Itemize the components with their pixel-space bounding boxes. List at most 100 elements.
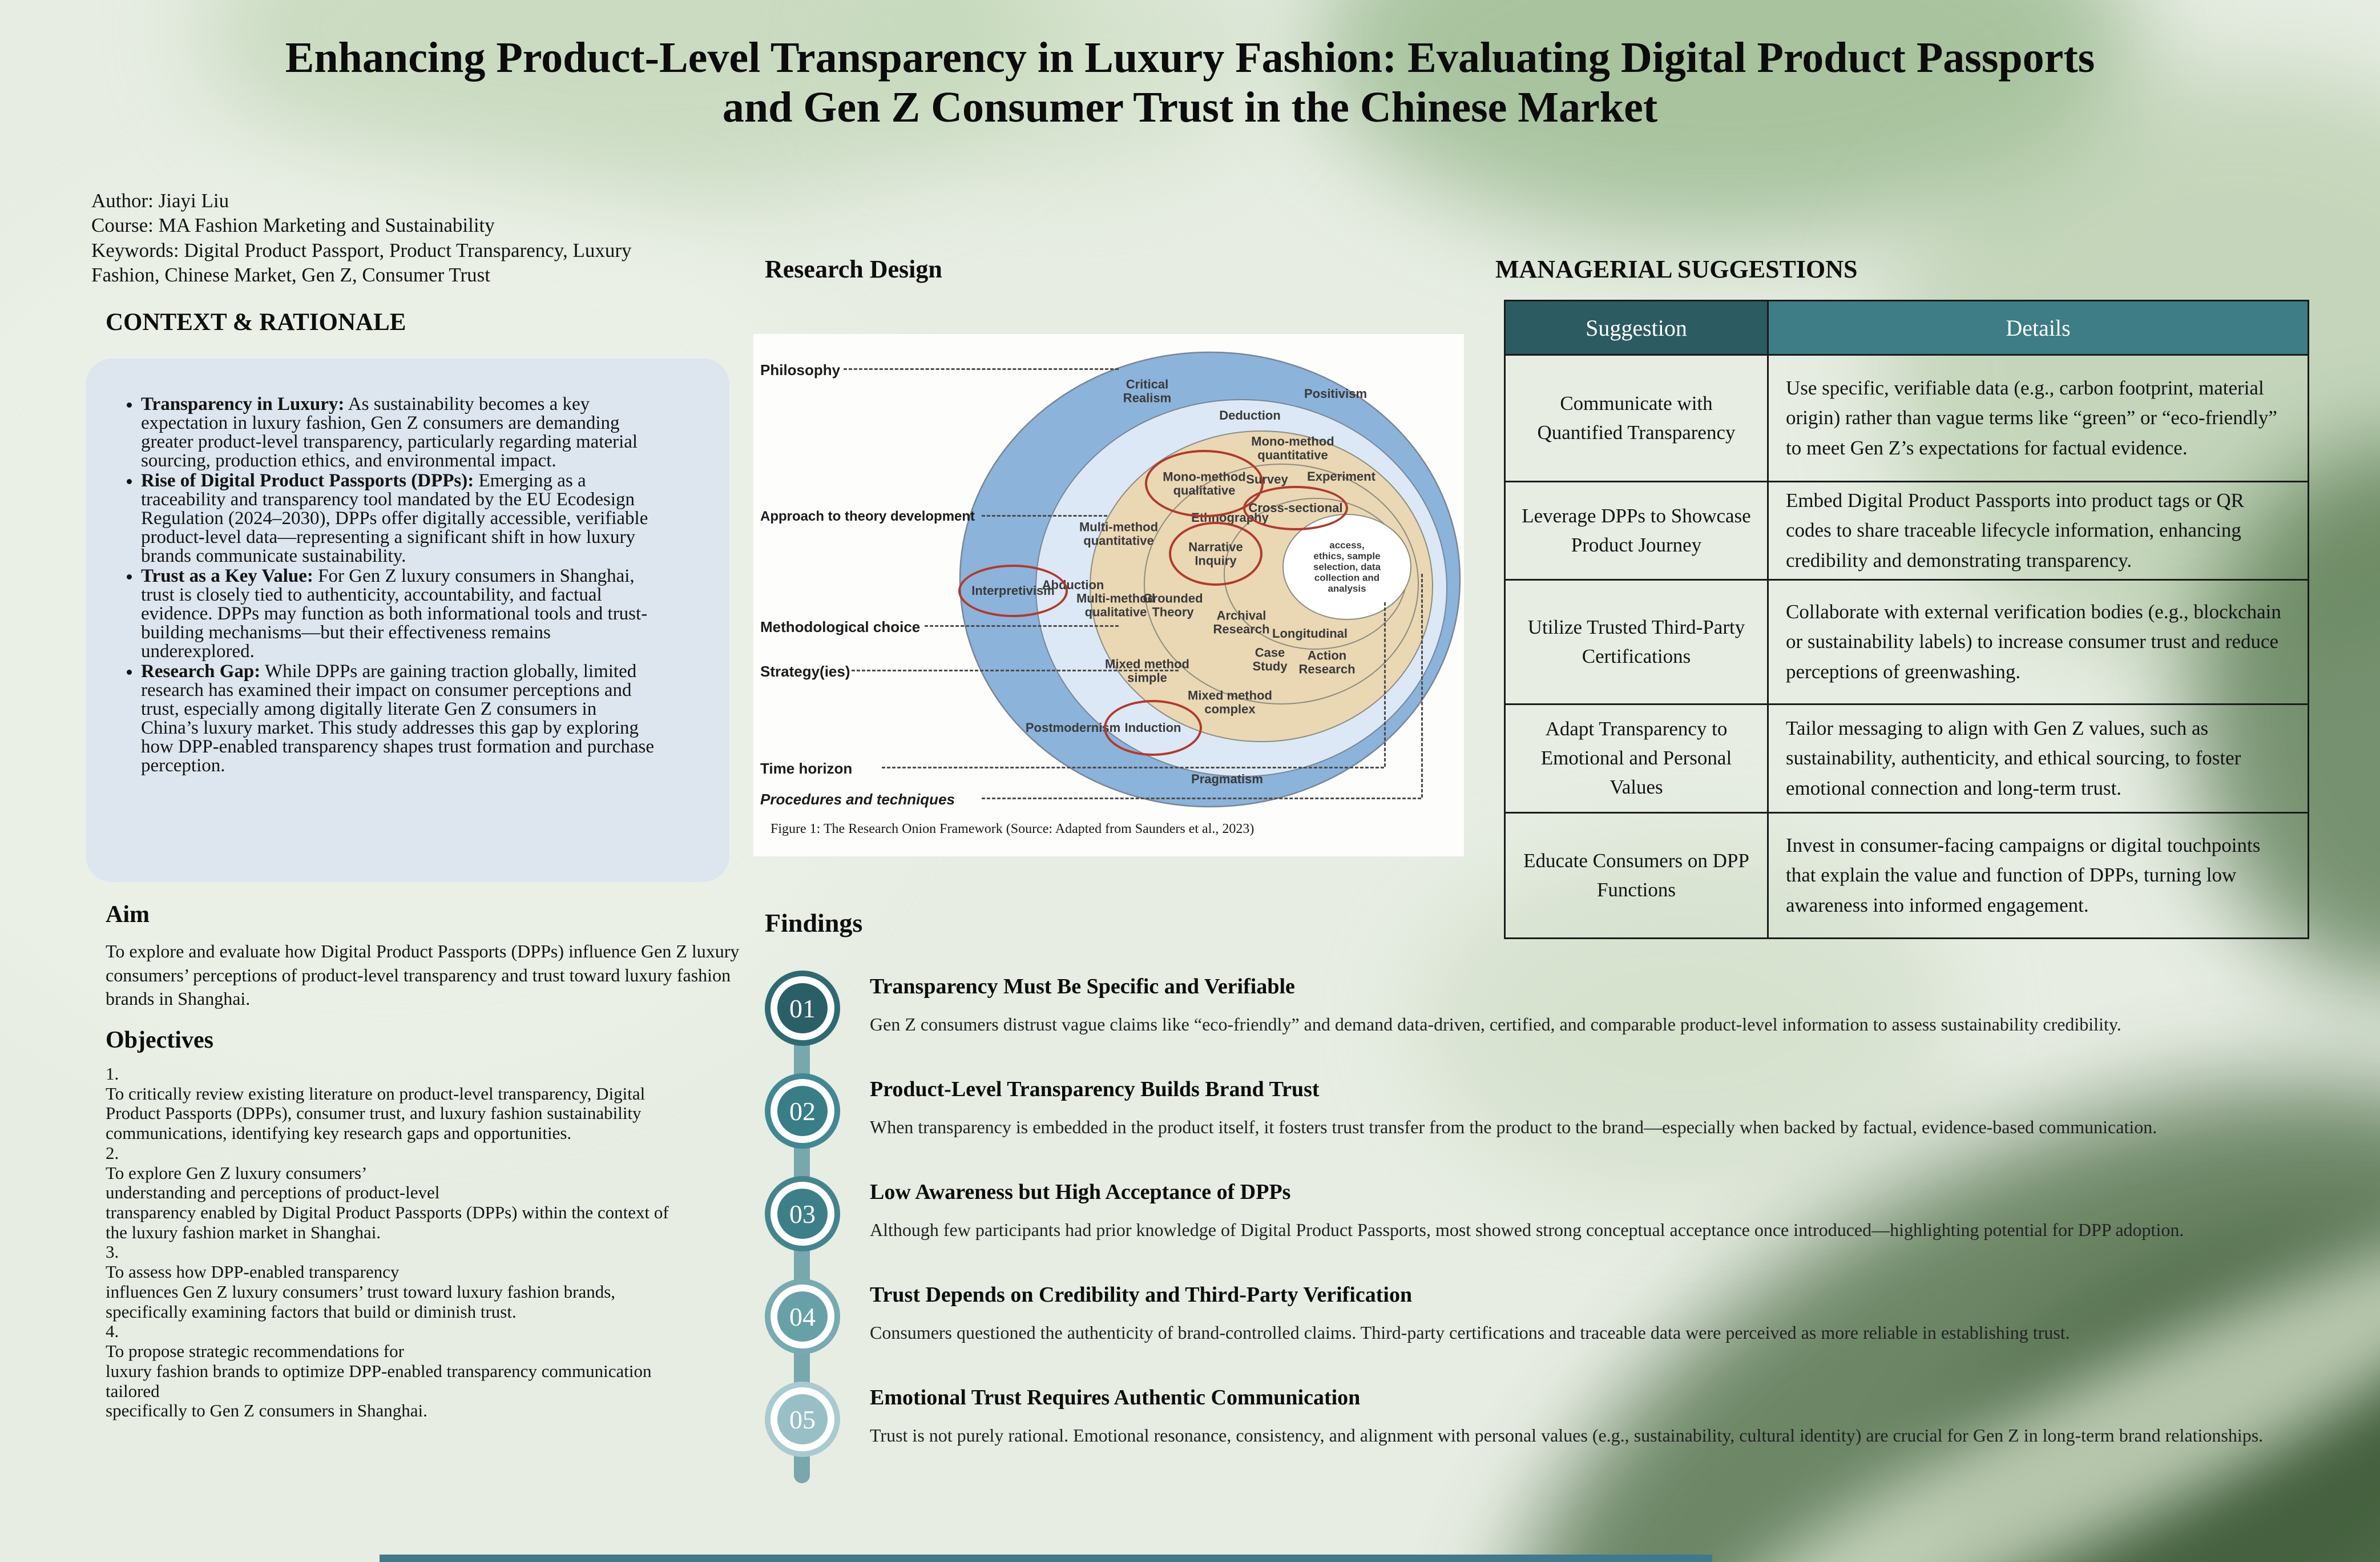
bottom-accent-bar (380, 1555, 1712, 1562)
finding-title: Product-Level Transparency Builds Brand … (870, 1077, 1320, 1101)
onion-label-positivism: Positivism (1304, 387, 1368, 401)
finding-number-badge: 04 (765, 1279, 840, 1354)
dashed-leader-line (852, 670, 1179, 671)
dashed-leader-line (844, 368, 1119, 370)
finding-item: 04 Trust Depends on Credibility and Thir… (765, 1279, 2317, 1354)
research-onion-figure: Philosophy Approach to theory developmen… (753, 334, 1464, 856)
objectives-heading: Objectives (106, 1027, 213, 1053)
onion-stage-philosophy: Philosophy (760, 361, 841, 379)
highlight-ellipse-induction (1104, 700, 1202, 756)
objectives-text: 1. To critically review existing literat… (106, 1064, 669, 1421)
table-header-suggestion: Suggestion (1506, 301, 1767, 354)
finding-title: Trust Depends on Credibility and Third-P… (870, 1283, 1413, 1307)
onion-stage-procedures: Procedures and techniques (760, 791, 955, 808)
onion-stage-method-choice: Methodological choice (760, 618, 921, 635)
onion-label-mixed-method-complex: Mixed method complex (1188, 688, 1272, 716)
table-header-details: Details (1767, 301, 2308, 354)
finding-body: Trust is not purely rational. Emotional … (870, 1425, 2264, 1446)
onion-label-case-study: Case Study (1252, 645, 1288, 673)
context-bullet-text: Emerging as a traceability and transpare… (141, 470, 648, 566)
onion-label-center-techniques: access, ethics, sample selection, data c… (1313, 540, 1381, 594)
poster-title: Enhancing Product-Level Transparency in … (0, 33, 2380, 132)
highlight-ellipse-narrative-inquiry (1169, 522, 1262, 586)
finding-number-badge: 05 (765, 1382, 840, 1457)
onion-label-action-research: Action Research (1298, 648, 1356, 676)
poster-title-line1: Enhancing Product-Level Transparency in … (285, 34, 2095, 82)
finding-body: Consumers questioned the authenticity of… (870, 1322, 2070, 1343)
onion-label-critical-realism: Critical Realism (1123, 377, 1172, 405)
table-cell-details: Invest in consumer-facing campaigns or d… (1767, 812, 2308, 937)
finding-title: Emotional Trust Requires Authentic Commu… (870, 1386, 1361, 1410)
finding-item: 02 Product-Level Transparency Builds Bra… (765, 1073, 2317, 1149)
table-cell-details: Embed Digital Product Passports into pro… (1767, 481, 2308, 579)
onion-label-multi-method-quantitative: Multi-method quantitative (1079, 520, 1159, 547)
context-bullet-list: Transparency in Luxury: As sustainabilit… (117, 395, 654, 775)
dashed-leader-line (925, 625, 1119, 627)
context-bullet-lead: Transparency in Luxury: (141, 394, 345, 414)
research-design-heading: Research Design (765, 255, 942, 283)
author-block: Author: Jiayi Liu Course: MA Fashion Mar… (91, 190, 632, 287)
dashed-leader-line (1384, 602, 1386, 767)
onion-label-mixed-method-simple: Mixed method simple (1105, 657, 1189, 685)
table-cell-details: Use specific, verifiable data (e.g., car… (1767, 354, 2308, 481)
aim-text: To explore and evaluate how Digital Prod… (106, 941, 740, 1009)
table-cell-suggestion: Communicate with Quantified Transparency (1506, 354, 1767, 481)
onion-label-deduction: Deduction (1219, 408, 1281, 423)
highlight-ellipse-mono-method-qualitative (1145, 450, 1264, 517)
context-bullet-lead: Trust as a Key Value: (141, 566, 313, 586)
finding-number-badge: 02 (765, 1073, 840, 1149)
managerial-heading: MANAGERIAL SUGGESTIONS (1495, 255, 1858, 283)
context-bullet-text: As sustainability becomes a key expectat… (141, 394, 638, 471)
context-bullet: Transparency in Luxury: As sustainabilit… (141, 395, 657, 470)
poster-title-line2: and Gen Z Consumer Trust in the Chinese … (722, 83, 1658, 131)
highlight-ellipse-interpretivism (958, 565, 1068, 617)
table-cell-suggestion: Adapt Transparency to Emotional and Pers… (1506, 703, 1767, 812)
context-bullet-text: For Gen Z luxury consumers in Shanghai, … (141, 566, 648, 662)
managerial-suggestions-table: Suggestion Details Communicate with Quan… (1504, 300, 2309, 939)
finding-item: 05 Emotional Trust Requires Authentic Co… (765, 1382, 2317, 1457)
dashed-leader-line (982, 515, 1107, 517)
onion-label-postmodernism: Postmodernism (1025, 720, 1121, 735)
finding-body: Gen Z consumers distrust vague claims li… (870, 1014, 2121, 1034)
context-bullet: Rise of Digital Product Passports (DPPs)… (141, 472, 657, 566)
dashed-leader-line (1421, 574, 1423, 798)
table-cell-details: Collaborate with external verification b… (1767, 579, 2308, 703)
table-cell-details: Tailor messaging to align with Gen Z val… (1767, 703, 2308, 812)
context-bullet-lead: Rise of Digital Product Passports (DPPs)… (141, 470, 474, 491)
onion-label-multi-method-qualitative: Multi-method qualitative (1076, 591, 1156, 619)
onion-stage-strategies: Strategy(ies) (760, 663, 850, 680)
findings-heading: Findings (765, 908, 863, 937)
finding-number: 01 (777, 983, 828, 1033)
background-foliage-blur (1415, 845, 1958, 1199)
finding-number-badge: 01 (765, 971, 840, 1046)
finding-number-badge: 03 (765, 1176, 840, 1251)
context-bullet-lead: Research Gap: (141, 661, 261, 682)
finding-item: 01 Transparency Must Be Specific and Ver… (765, 971, 2317, 1046)
table-cell-suggestion: Educate Consumers on DPP Functions (1506, 812, 1767, 937)
onion-label-grounded-theory: Grounded Theory (1143, 591, 1203, 619)
table-cell-suggestion: Leverage DPPs to Showcase Product Journe… (1506, 481, 1767, 579)
onion-label-experiment: Experiment (1307, 469, 1375, 484)
onion-stage-approach: Approach to theory development (760, 509, 975, 524)
figure-caption: Figure 1: The Research Onion Framework (… (771, 822, 1254, 836)
context-bullet: Research Gap: While DPPs are gaining tra… (141, 662, 657, 775)
dashed-leader-line (882, 767, 1384, 768)
finding-number: 05 (777, 1394, 828, 1444)
finding-number: 04 (777, 1291, 828, 1342)
context-bullet: Trust as a Key Value: For Gen Z luxury c… (141, 567, 657, 661)
onion-label-longitudinal: Longitudinal (1272, 626, 1348, 641)
finding-body: When transparency is embedded in the pro… (870, 1117, 2157, 1137)
finding-title: Transparency Must Be Specific and Verifi… (870, 975, 1295, 999)
onion-label-mono-method-quantitative: Mono-method quantitative (1251, 434, 1334, 462)
context-heading: CONTEXT & RATIONALE (106, 309, 406, 336)
finding-item: 03 Low Awareness but High Acceptance of … (765, 1176, 2317, 1251)
onion-stage-time-horizon: Time horizon (760, 760, 853, 777)
highlight-ellipse-cross-sectional (1243, 486, 1348, 530)
table-cell-suggestion: Utilize Trusted Third-Party Certificatio… (1506, 579, 1767, 703)
onion-label-pragmatism: Pragmatism (1191, 772, 1263, 787)
context-rationale-box: Transparency in Luxury: As sustainabilit… (86, 359, 729, 882)
finding-number: 02 (777, 1086, 828, 1136)
onion-label-archival-research: Archival Research (1213, 608, 1270, 636)
aim-heading: Aim (106, 901, 150, 928)
